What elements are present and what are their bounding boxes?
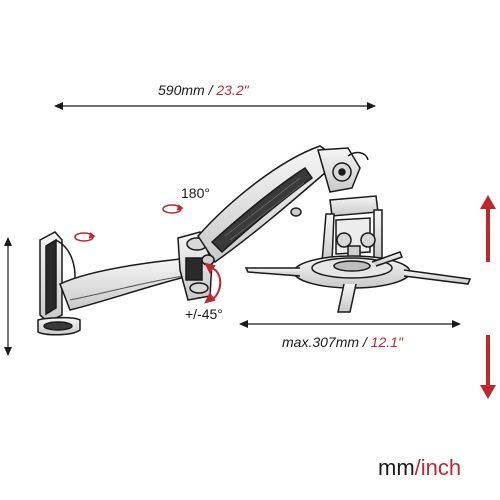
elbow-joint (177, 231, 213, 301)
swivel-angle-label: 180° (181, 185, 210, 201)
units-inch: inch (420, 455, 462, 480)
tilt-head (317, 147, 369, 193)
reach-mm: 590mm (158, 82, 205, 98)
extension-inch: 12.1" (370, 334, 403, 350)
reach-inch: 23.2" (216, 82, 249, 98)
projector-bracket (321, 195, 383, 263)
extension-separator: / (359, 334, 371, 350)
upper-arm (197, 145, 342, 266)
reach-separator: / (204, 82, 217, 98)
tilt-angle-label: +/-45° (185, 306, 223, 322)
extension-mm: max.307mm (282, 334, 360, 350)
units-mm: mm (378, 455, 415, 480)
units-separator: / (414, 455, 421, 480)
reach-dimension-label: 590mm / 23.2" (158, 82, 249, 98)
extension-dimension-label: max.307mm / 12.1" (282, 334, 403, 350)
swivel-rotation-icon (162, 204, 184, 214)
wall-rotation-icon (74, 232, 96, 242)
wall-plate (37, 231, 81, 336)
projector-plate (244, 251, 472, 313)
units-legend: mm/inch (378, 455, 461, 481)
tilt-arrow-icon (204, 262, 222, 304)
